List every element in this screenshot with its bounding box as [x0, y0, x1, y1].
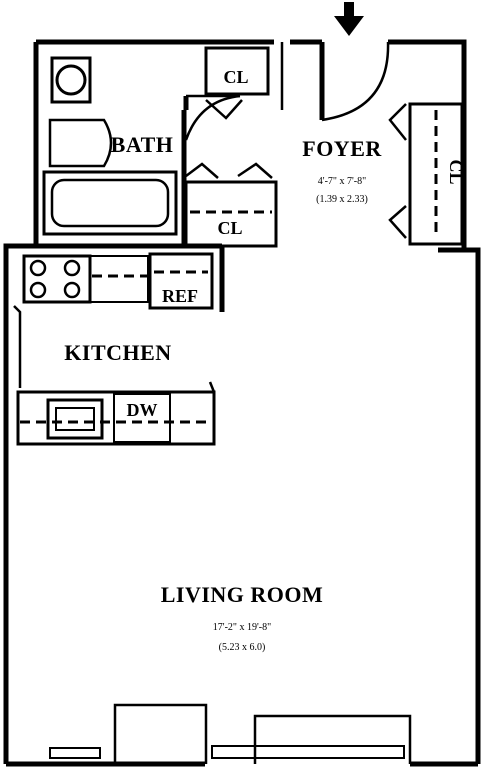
exterior-walls — [3, 39, 481, 767]
closet-mid-label: CL — [217, 218, 242, 238]
entry-door — [280, 41, 390, 122]
living-room-dimensions-metric: (5.23 x 6.0) — [219, 642, 266, 653]
living-room-label: LIVING ROOM — [161, 582, 324, 607]
kitchen-label: KITCHEN — [64, 340, 171, 365]
living-room-dimensions: 17'-2" x 19'-8" — [213, 622, 271, 633]
refrigerator-label: REF — [162, 286, 198, 306]
dishwasher-label: DW — [127, 400, 158, 420]
closet-right-label: CL — [446, 159, 466, 184]
closet-mid — [184, 162, 278, 248]
foyer-dimensions: 4'-7" x 7'-8" — [318, 176, 366, 187]
kitchen-fixtures — [13, 246, 225, 446]
closet-top — [204, 46, 270, 120]
closet-right — [388, 102, 464, 246]
entry-arrow-icon — [334, 2, 364, 36]
bath-label: BATH — [111, 132, 174, 157]
foyer-dimensions-metric: (1.39 x 2.33) — [316, 194, 368, 205]
foyer-label: FOYER — [302, 136, 382, 161]
closet-top-label: CL — [223, 67, 248, 87]
